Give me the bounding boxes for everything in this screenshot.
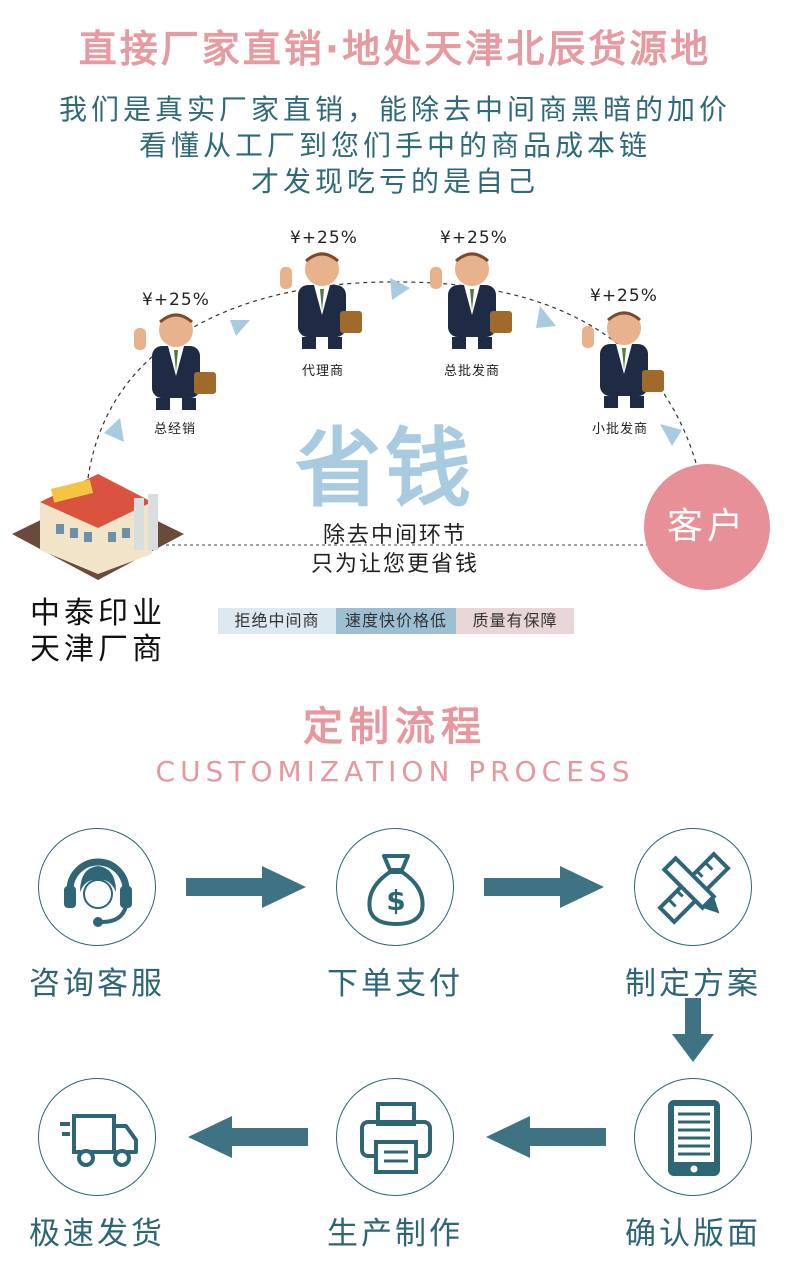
arrow-right-icon-1 — [186, 866, 306, 908]
step-pay-label: 下单支付 — [327, 966, 463, 1002]
svg-text:$: $ — [386, 884, 405, 917]
step-consult-circle — [38, 828, 156, 946]
arc-arrow-1 — [104, 418, 124, 442]
save-money-label: 省钱 — [295, 419, 475, 519]
arrow-right-icon-2 — [484, 866, 604, 908]
header-line-3: 才发现吃亏的是自己 — [250, 165, 539, 198]
markup-label-2: ¥+25% — [290, 228, 358, 248]
money-bag-icon: $ — [367, 854, 425, 927]
step-plan-label: 制定方案 — [625, 966, 761, 1002]
chain-arc-diagram — [87, 278, 699, 546]
delivery-truck-icon — [60, 1114, 138, 1167]
markup-label-3: ¥+25% — [440, 228, 508, 248]
remove-middlemen-line-1: 除去中间环节 — [322, 523, 467, 548]
arc-arrow-3 — [390, 278, 410, 300]
role-agent: 代理商 — [302, 364, 345, 379]
header-title: 直接厂家直销·地处天津北辰货源地 — [78, 27, 712, 71]
step-ship-circle — [38, 1078, 156, 1196]
arrow-down-icon — [672, 998, 714, 1062]
headset-icon — [64, 858, 132, 927]
pencil-ruler-icon — [657, 851, 731, 925]
role-master-wholesaler: 总批发商 — [444, 364, 501, 379]
tablet-document-icon — [668, 1100, 720, 1176]
step-ship-label: 极速发货 — [29, 1216, 165, 1252]
businessman-icon-4 — [582, 311, 664, 408]
step-produce-circle — [336, 1078, 454, 1196]
arrow-left-icon-1 — [486, 1116, 606, 1158]
tag-fast-low-price: 速度快价格低 — [336, 608, 456, 634]
header-line-1: 我们是真实厂家直销，能除去中间商黑暗的加价 — [58, 93, 731, 126]
role-small-wholesaler: 小批发商 — [592, 422, 649, 437]
customer-circle: 客户 — [644, 464, 770, 590]
step-confirm-circle — [634, 1078, 752, 1196]
step-produce-label: 生产制作 — [327, 1216, 463, 1252]
process-title: 定制流程 — [303, 704, 487, 750]
businessman-icon-3 — [430, 252, 512, 349]
tag-reject-middlemen: 拒绝中间商 — [218, 608, 336, 634]
step-pay-circle: $ — [336, 828, 454, 946]
businessman-icon-1 — [134, 313, 216, 410]
tag-quality-guaranteed: 质量有保障 — [456, 608, 574, 634]
header-line-2: 看懂从工厂到您们手中的商品成本链 — [138, 129, 651, 162]
businessman-icon-2 — [280, 252, 362, 349]
markup-label-1: ¥+25% — [142, 290, 210, 310]
printer-icon — [360, 1102, 432, 1174]
process-subtitle: CUSTOMIZATION PROCESS — [155, 755, 635, 788]
step-confirm-label: 确认版面 — [625, 1216, 761, 1252]
arc-arrow-5 — [660, 424, 682, 446]
factory-name-line-1: 中泰印业 — [30, 596, 166, 631]
remove-middlemen-line-2: 只为让您更省钱 — [310, 552, 479, 577]
arc-arrow-2 — [230, 320, 250, 336]
step-plan-circle — [634, 828, 752, 946]
factory-building-icon — [12, 474, 184, 580]
step-consult-label: 咨询客服 — [29, 966, 165, 1002]
factory-name-line-2: 天津厂商 — [30, 632, 166, 667]
markup-label-4: ¥+25% — [590, 286, 658, 306]
arc-arrow-4 — [536, 306, 556, 328]
arrow-left-icon-2 — [188, 1116, 308, 1158]
role-general-distributor: 总经销 — [154, 422, 197, 437]
